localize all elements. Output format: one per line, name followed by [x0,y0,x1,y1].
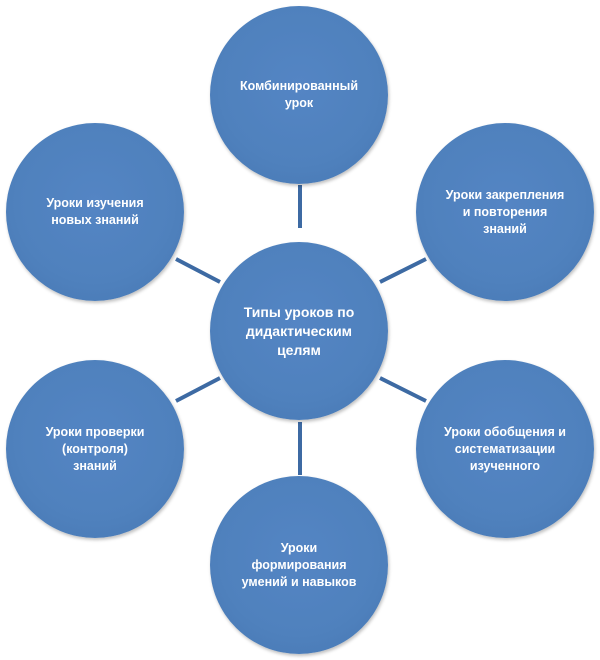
node-combined: Комбинированный урок [210,6,388,184]
node-control: Уроки проверки (контроля) знаний [6,360,184,538]
node-generalization-label: Уроки обобщения и систематизации изученн… [444,424,566,473]
connector-center-generalization [379,376,427,403]
node-new-knowledge-label: Уроки изучения новых знаний [46,196,144,227]
node-combined-label: Комбинированный урок [239,79,359,110]
connector-center-consolidation [379,257,427,284]
node-skills-label: Уроки формирования умений и навыков [241,540,357,589]
node-consolidation-label: Уроки закрепления и повторения знаний [445,187,565,236]
center-node: Типы уроков по дидактическим целям [210,242,388,420]
center-node-label: Типы уроков по дидактическим целям [243,303,355,358]
connector-center-control [175,376,221,403]
node-skills: Уроки формирования умений и навыков [210,476,388,654]
node-new-knowledge: Уроки изучения новых знаний [6,123,184,301]
node-consolidation: Уроки закрепления и повторения знаний [416,123,594,301]
connector-center-new-knowledge [175,257,221,284]
node-generalization: Уроки обобщения и систематизации изученн… [416,360,594,538]
node-control-label: Уроки проверки (контроля) знаний [45,424,145,473]
